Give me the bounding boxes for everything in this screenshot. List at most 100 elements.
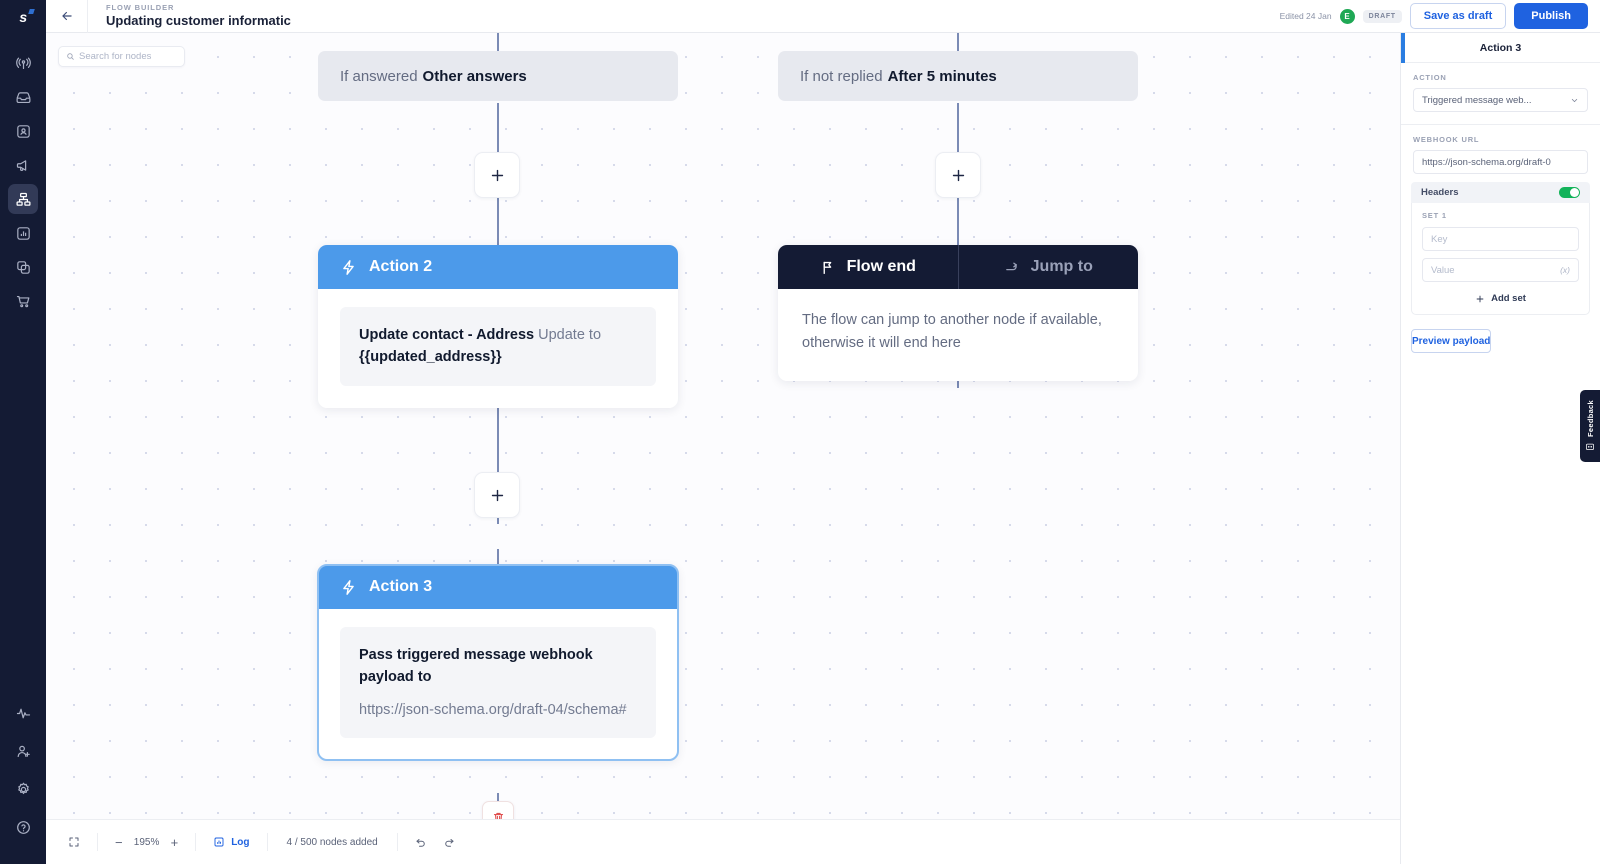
headers-toggle[interactable] bbox=[1559, 187, 1580, 198]
tab-label: Flow end bbox=[846, 258, 916, 275]
redo-button[interactable] bbox=[435, 820, 463, 864]
panel-accent-bar bbox=[1401, 33, 1405, 63]
header-key-input[interactable] bbox=[1431, 233, 1570, 245]
logo-accent-mark bbox=[28, 9, 35, 14]
connector-line-left-b bbox=[497, 388, 499, 524]
node-content-variable: {{updated_address}} bbox=[359, 349, 502, 366]
log-button[interactable]: Log bbox=[205, 820, 257, 864]
add-node-button-right-1[interactable] bbox=[935, 152, 981, 198]
settings-gear-icon[interactable] bbox=[8, 774, 38, 804]
add-set-label: Add set bbox=[1491, 293, 1526, 304]
sidebar-item-flow-builder[interactable] bbox=[8, 184, 38, 214]
sidebar-item-inbox[interactable] bbox=[8, 82, 38, 112]
add-set-button[interactable]: Add set bbox=[1422, 293, 1579, 304]
action-field-label: ACTION bbox=[1413, 73, 1447, 82]
node-content-strong: Pass triggered message webhook payload t… bbox=[359, 647, 593, 686]
header-key-field[interactable] bbox=[1422, 227, 1579, 251]
header-value-input[interactable] bbox=[1431, 264, 1561, 276]
panel-section-webhook: WEBHOOK URL bbox=[1401, 125, 1600, 182]
flow-node-content: Pass triggered message webhook payload t… bbox=[340, 627, 656, 739]
back-button[interactable] bbox=[46, 0, 88, 33]
branch-label-answered[interactable]: If answered Other answers bbox=[318, 51, 678, 101]
divider bbox=[396, 833, 398, 851]
node-content-url: https://json-schema.org/draft-04/schema# bbox=[359, 701, 627, 718]
branch-prefix: If answered bbox=[340, 67, 418, 85]
redo-icon bbox=[443, 836, 455, 848]
invite-user-icon[interactable] bbox=[8, 736, 38, 766]
breadcrumb-eyebrow: FLOW BUILDER bbox=[106, 3, 175, 12]
sidebar-item-integrations[interactable] bbox=[8, 252, 38, 282]
variable-token-icon[interactable]: (x) bbox=[1560, 265, 1570, 275]
tab-jump-to[interactable]: Jump to bbox=[957, 245, 1139, 289]
zoom-out-button[interactable]: − bbox=[107, 820, 131, 864]
action-select[interactable]: Triggered message web... bbox=[1413, 88, 1588, 112]
branch-value: Other answers bbox=[422, 67, 527, 85]
webhook-url-input[interactable] bbox=[1422, 156, 1579, 168]
arrow-left-icon bbox=[61, 11, 72, 21]
plus-icon bbox=[491, 489, 503, 501]
plus-icon bbox=[952, 169, 964, 181]
flow-node-action-2[interactable]: Action 2 Update contact - Address Update… bbox=[318, 245, 678, 408]
branch-label-not-replied[interactable]: If not replied After 5 minutes bbox=[778, 51, 1138, 101]
status-badge: DRAFT bbox=[1362, 9, 1402, 23]
divider bbox=[97, 833, 98, 851]
flow-node-title: Action 2 bbox=[369, 258, 433, 275]
tab-label: Jump to bbox=[1030, 258, 1093, 275]
zoom-out-label: − bbox=[115, 834, 123, 850]
undo-button[interactable] bbox=[407, 820, 435, 864]
sidebar-item-commerce[interactable] bbox=[8, 286, 38, 316]
undo-icon bbox=[415, 836, 427, 848]
preview-payload-button[interactable]: Preview payload bbox=[1411, 329, 1492, 353]
headers-set-card: SET 1 (x) Add set bbox=[1411, 203, 1590, 315]
publish-button[interactable]: Publish bbox=[1514, 3, 1588, 29]
help-icon[interactable] bbox=[8, 812, 38, 842]
flow-end-description: The flow can jump to another node if ava… bbox=[802, 312, 1102, 351]
flow-node-action-3[interactable]: Action 3 Pass triggered message webhook … bbox=[317, 563, 679, 762]
properties-panel: Action 3 ACTION Triggered message web...… bbox=[1400, 33, 1600, 864]
breadcrumb: FLOW BUILDER Updating customer informati… bbox=[88, 3, 291, 29]
feedback-icon bbox=[1586, 443, 1594, 450]
panel-section-action: ACTION Triggered message web... bbox=[1401, 63, 1600, 125]
jump-arrow-icon bbox=[1005, 262, 1017, 270]
flow-node-header[interactable]: Action 2 bbox=[318, 245, 678, 289]
flow-node-flow-end[interactable]: Flow end Jump to The flow can jump to an… bbox=[778, 245, 1138, 381]
search-input[interactable] bbox=[79, 51, 177, 62]
save-as-draft-button[interactable]: Save as draft bbox=[1409, 3, 1507, 29]
panel-title: Action 3 bbox=[1401, 33, 1600, 63]
flow-end-tabs: Flow end Jump to bbox=[778, 245, 1138, 289]
add-node-button-left-2[interactable] bbox=[474, 472, 520, 518]
action-select-value: Triggered message web... bbox=[1422, 94, 1532, 106]
flow-node-header[interactable]: Action 3 bbox=[318, 565, 678, 609]
branch-value: After 5 minutes bbox=[887, 67, 997, 85]
trash-icon bbox=[493, 812, 503, 819]
zoom-level: 195% bbox=[133, 836, 160, 848]
plus-icon bbox=[1476, 295, 1484, 302]
divider bbox=[266, 833, 268, 851]
zoom-in-button[interactable]: + bbox=[163, 820, 187, 864]
sidebar-item-campaign[interactable] bbox=[8, 150, 38, 180]
flow-node-title: Action 3 bbox=[369, 578, 433, 595]
branch-prefix: If not replied bbox=[800, 67, 883, 85]
webhook-url-field[interactable] bbox=[1413, 150, 1588, 174]
activity-icon[interactable] bbox=[8, 698, 38, 728]
add-node-button-left-1[interactable] bbox=[474, 152, 520, 198]
flag-icon bbox=[823, 261, 831, 274]
top-bar-actions: Edited 24 Jan E DRAFT Save as draft Publ… bbox=[1280, 3, 1600, 29]
fit-to-screen-button[interactable] bbox=[60, 820, 88, 864]
tab-flow-end[interactable]: Flow end bbox=[778, 245, 958, 289]
flow-canvas[interactable]: If answered Other answers If not replied… bbox=[46, 33, 1400, 819]
log-label: Log bbox=[231, 836, 250, 848]
sidebar-item-broadcast[interactable] bbox=[8, 48, 38, 78]
headers-label: Headers bbox=[1421, 187, 1459, 198]
rail-secondary-items bbox=[8, 698, 38, 842]
app-logo[interactable]: s bbox=[0, 0, 46, 34]
avatar[interactable]: E bbox=[1339, 8, 1355, 24]
delete-node-button[interactable] bbox=[482, 801, 514, 819]
sidebar-item-reports[interactable] bbox=[8, 218, 38, 248]
feedback-tab[interactable]: Feedback bbox=[1580, 390, 1600, 462]
flow-node-body: Pass triggered message webhook payload t… bbox=[318, 609, 678, 760]
webhook-url-label: WEBHOOK URL bbox=[1413, 135, 1480, 144]
header-value-field[interactable]: (x) bbox=[1422, 258, 1579, 282]
search-nodes-box[interactable] bbox=[58, 46, 185, 67]
sidebar-item-contacts[interactable] bbox=[8, 116, 38, 146]
